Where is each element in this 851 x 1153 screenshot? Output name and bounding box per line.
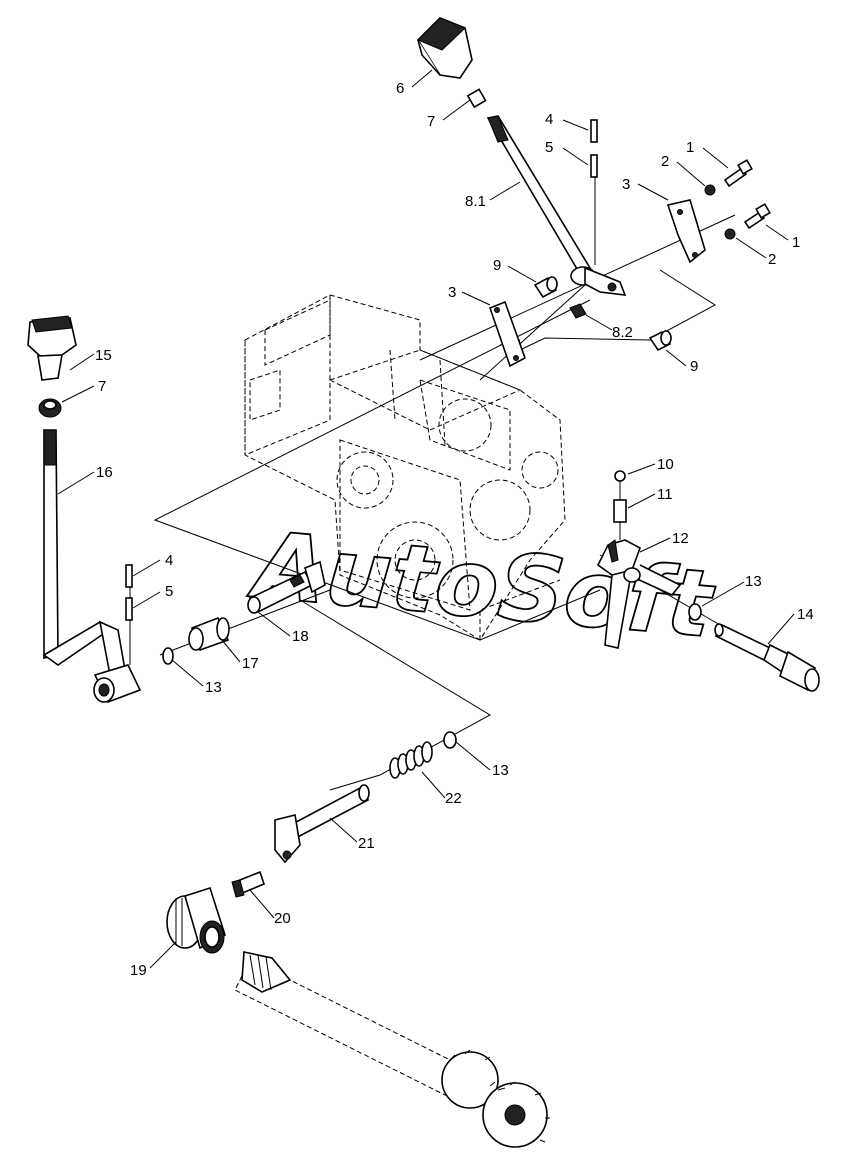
callout-22: 22: [445, 790, 462, 807]
shaft-14: [714, 623, 820, 692]
gear-shaft: [234, 951, 550, 1148]
callout-21: 21: [358, 835, 375, 852]
shift-lever-8-1: [486, 115, 627, 296]
knob-15: [27, 315, 77, 381]
pin-4-upper: [590, 119, 598, 143]
callout-2: 2: [661, 153, 669, 170]
washer-2-lower: [724, 228, 736, 240]
nut-7-upper: [466, 88, 487, 109]
selector-shaft-21: [274, 784, 370, 864]
callout-5: 5: [545, 139, 553, 156]
callout-1: 1: [686, 139, 694, 156]
callout-9: 9: [690, 358, 698, 375]
knob-6: [416, 17, 473, 79]
callout-16: 16: [96, 464, 113, 481]
callout-15: 15: [95, 347, 112, 364]
ball-10: [614, 470, 626, 482]
callout-13: 13: [492, 762, 509, 779]
callout-3: 3: [622, 176, 630, 193]
callout-5: 5: [165, 583, 173, 600]
callout-3: 3: [448, 284, 456, 301]
bolt-1-lower: [743, 203, 771, 230]
plate-3-upper: [666, 199, 706, 264]
plate-3-lower: [488, 300, 526, 368]
callout-11: 11: [657, 486, 673, 503]
o-ring-13-lower: [443, 731, 457, 749]
callout-1: 1: [792, 234, 800, 251]
bolt-1-upper: [723, 159, 753, 188]
callout-7: 7: [98, 378, 106, 395]
callout-14: 14: [797, 606, 814, 623]
shaft-18: [247, 560, 326, 614]
callout-10: 10: [657, 456, 674, 473]
nut-7-left: [38, 398, 62, 418]
callout-labels: 6 7 8.1 4 5 1 2 3 1 2 9 3 8.2 9 15 7 16 …: [95, 80, 814, 979]
spring-22: [389, 741, 433, 779]
callout-13: 13: [205, 679, 222, 696]
shift-rod-16: [42, 429, 142, 704]
pin-4-lower: [125, 564, 133, 588]
callout-20: 20: [274, 910, 291, 927]
washer-2-upper: [704, 184, 716, 196]
callout-2: 2: [768, 251, 776, 268]
o-ring-13-right: [688, 603, 702, 621]
callout-8-1: 8.1: [465, 193, 486, 210]
callout-19: 19: [130, 962, 147, 979]
shift-fork-12: [596, 539, 682, 649]
o-ring-13-left: [162, 647, 174, 665]
callout-8-2: 8.2: [612, 324, 633, 341]
callout-18: 18: [292, 628, 309, 645]
callout-7: 7: [427, 113, 435, 130]
callout-4: 4: [165, 552, 173, 569]
callout-6: 6: [396, 80, 404, 97]
callout-12: 12: [672, 530, 689, 547]
callout-4: 4: [545, 111, 553, 128]
callout-17: 17: [242, 655, 259, 672]
callout-13: 13: [745, 573, 762, 590]
pin-20: [231, 870, 265, 898]
spring-11: [613, 499, 627, 523]
callout-9: 9: [493, 257, 501, 274]
bushing-8-2: [569, 303, 587, 319]
callout-leaders: [57, 69, 795, 969]
bearing-19: [166, 886, 226, 954]
pin-5-upper: [590, 154, 598, 178]
gearbox-housing: [244, 294, 566, 641]
bushing-17: [188, 616, 230, 652]
pin-5-lower: [125, 597, 133, 621]
